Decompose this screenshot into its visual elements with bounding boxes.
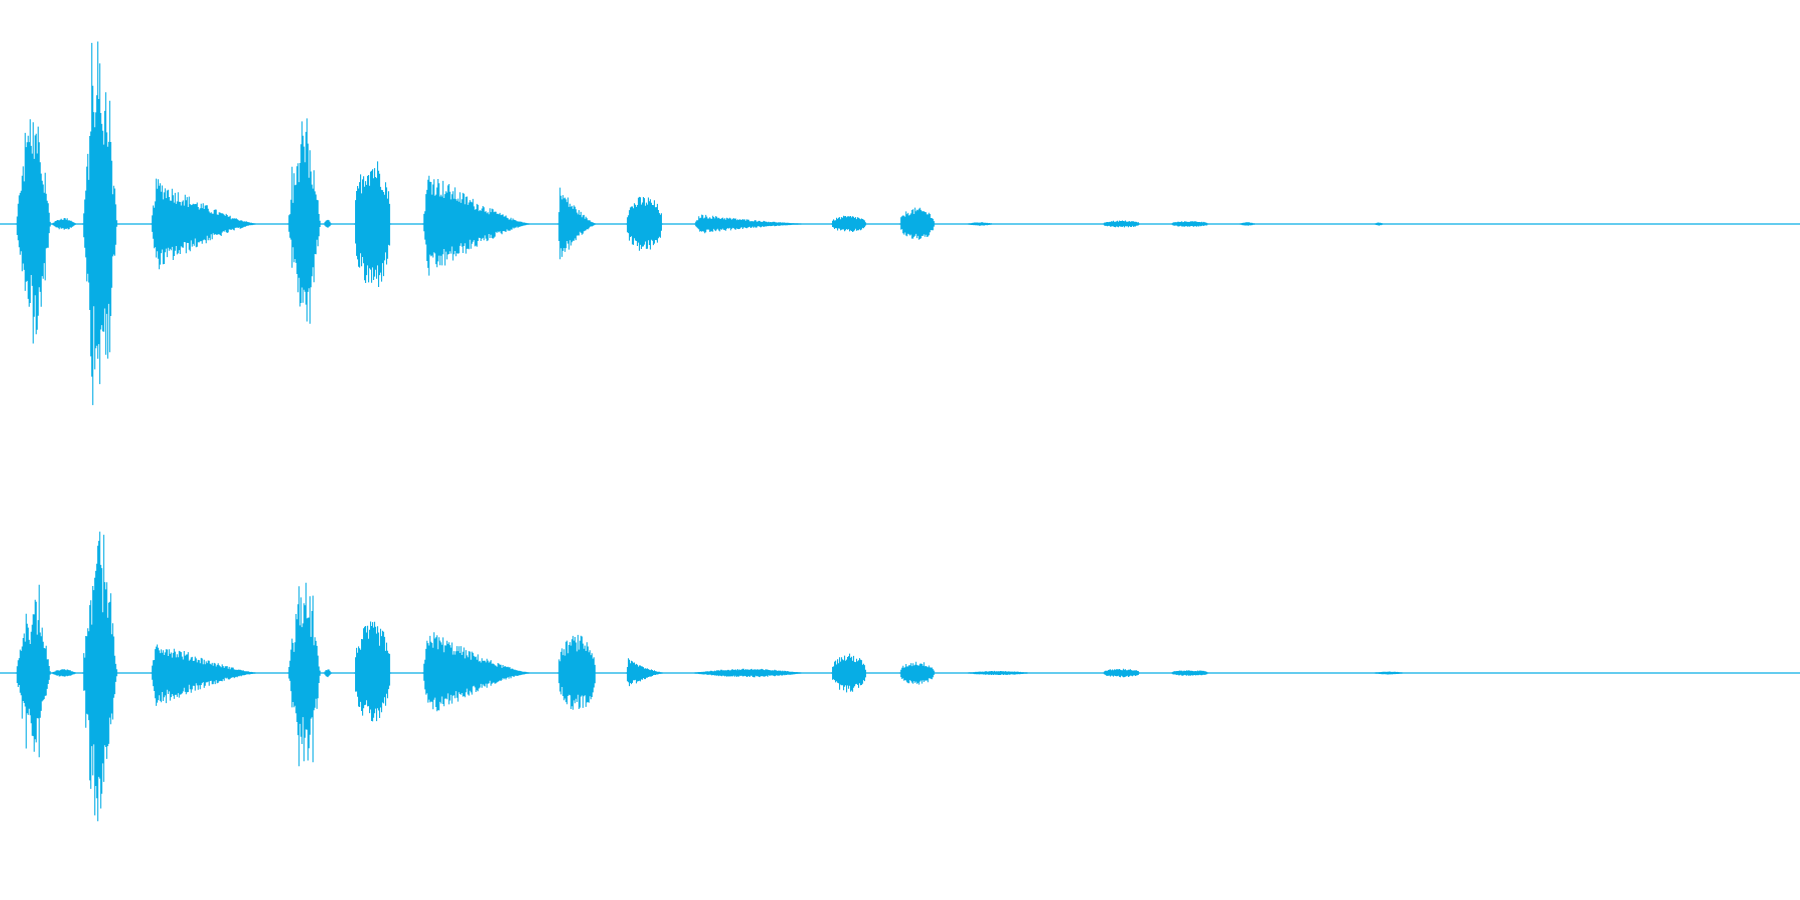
waveform-burst-path: [831, 215, 867, 232]
waveform-burst: [51, 218, 76, 230]
waveform-burst-path: [15, 584, 51, 758]
waveform-burst-path: [1102, 668, 1140, 678]
waveform-burst-path: [422, 175, 530, 276]
waveform-burst-path: [1102, 220, 1140, 228]
waveform-burst-path: [51, 669, 76, 677]
waveform-burst: [15, 119, 51, 344]
waveform-burst: [15, 584, 51, 758]
waveform-burst: [967, 222, 992, 226]
waveform-burst-path: [1171, 670, 1209, 676]
waveform-burst: [1102, 668, 1140, 678]
waveform-burst: [1171, 221, 1209, 227]
waveform-burst: [831, 215, 867, 232]
waveform-burst: [1102, 220, 1140, 228]
waveform-burst: [899, 207, 935, 240]
waveform-burst-path: [1374, 222, 1383, 226]
waveform-burst-path: [51, 218, 76, 230]
waveform-burst: [625, 196, 663, 251]
waveform-burst: [150, 644, 256, 706]
channel-bottom[interactable]: [0, 531, 1800, 822]
waveform-burst-path: [1239, 222, 1255, 226]
waveform-burst: [82, 41, 118, 406]
waveform-burst: [625, 658, 663, 687]
waveform-burst: [1374, 222, 1383, 226]
waveform-burst: [422, 632, 530, 712]
waveform-burst: [557, 187, 596, 260]
waveform-burst: [1239, 222, 1255, 226]
waveform-burst-path: [557, 187, 596, 260]
waveform-burst-path: [15, 119, 51, 344]
waveform-burst: [51, 669, 76, 677]
waveform-burst-path: [557, 634, 596, 710]
waveform-burst-path: [323, 669, 332, 678]
waveform-burst: [150, 178, 256, 270]
waveform-burst-path: [625, 658, 663, 687]
waveform-burst: [422, 175, 530, 276]
channel-top[interactable]: [0, 41, 1800, 406]
waveform-burst: [557, 634, 596, 710]
waveform-burst-path: [287, 582, 321, 767]
waveform-burst-path: [967, 222, 992, 226]
waveform-burst-path: [354, 161, 392, 287]
waveform-burst-path: [694, 214, 802, 234]
waveform-burst: [694, 668, 802, 678]
waveform-burst: [831, 653, 867, 693]
waveform-burst-path: [831, 653, 867, 693]
waveform-burst-path: [287, 118, 321, 324]
waveform-burst-path: [625, 196, 663, 251]
waveform-burst: [287, 118, 321, 324]
waveform-burst: [1171, 670, 1209, 676]
waveform-burst: [967, 670, 1028, 675]
waveform-burst: [354, 621, 392, 722]
waveform-burst: [354, 161, 392, 287]
waveform-burst: [899, 661, 935, 685]
waveform-burst: [287, 582, 321, 767]
waveform-burst-path: [899, 661, 935, 685]
waveform-burst-path: [694, 668, 802, 678]
waveform-burst: [82, 531, 118, 822]
waveform-burst-path: [1171, 221, 1209, 227]
waveform-burst: [694, 214, 802, 234]
waveform-burst-path: [354, 621, 392, 722]
waveform-burst-path: [150, 178, 256, 270]
waveform-burst: [1374, 671, 1403, 675]
waveform-burst-path: [150, 644, 256, 706]
waveform-burst: [323, 669, 332, 678]
waveform-burst-path: [422, 632, 530, 712]
waveform-burst-path: [967, 670, 1028, 675]
waveform-burst-path: [323, 219, 332, 228]
waveform-burst-path: [82, 531, 118, 822]
waveform-burst-path: [899, 207, 935, 240]
waveform-burst-path: [1374, 671, 1403, 675]
waveform-burst-path: [82, 41, 118, 406]
waveform-burst: [323, 219, 332, 228]
